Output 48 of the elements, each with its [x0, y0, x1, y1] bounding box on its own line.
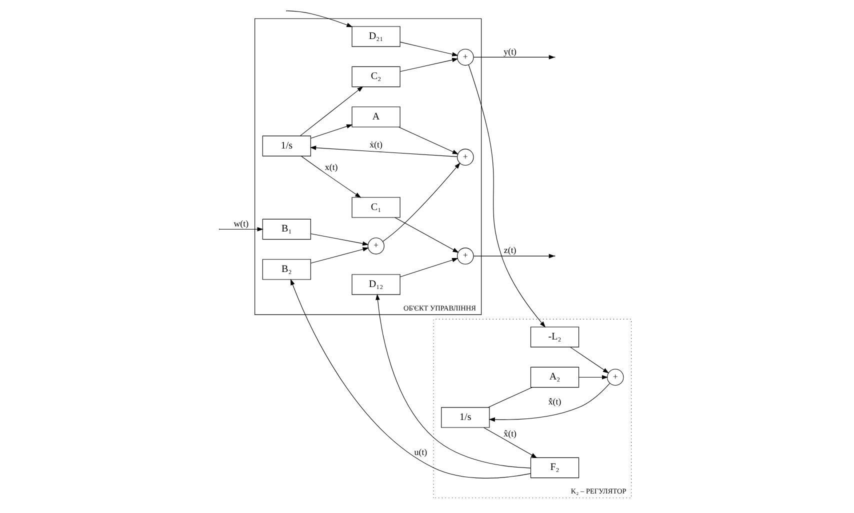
arrow: [399, 258, 458, 278]
edge-label: ẋ(t): [369, 140, 382, 150]
edge-label: w(t): [233, 218, 248, 228]
arrow: [399, 42, 458, 56]
arrow: [299, 86, 363, 136]
node-circle: +: [367, 238, 384, 254]
node-box: -L₂: [530, 326, 579, 348]
node-box: D₂₁: [351, 26, 400, 47]
node-box: A₂: [530, 366, 579, 388]
arrow: [310, 233, 368, 246]
node-box: 1/s: [440, 407, 490, 428]
edge-label: x̂(t): [503, 428, 516, 438]
edge-label: x(t): [324, 162, 338, 172]
connector: [487, 387, 532, 408]
node-box: A: [351, 106, 400, 128]
arrow: [394, 217, 458, 253]
edge-label: u(t): [414, 446, 427, 457]
arrow: [310, 124, 352, 138]
arrow: [472, 254, 555, 258]
arrow: [578, 375, 608, 380]
node-box: 1/s: [262, 136, 310, 156]
arrow: [398, 126, 458, 154]
arrow: [472, 55, 555, 60]
node-circle: +: [456, 248, 474, 264]
arrow: [468, 64, 546, 328]
edge-label: y(t): [503, 46, 516, 56]
node-box: D₁₂: [351, 274, 400, 295]
arrow: [570, 346, 609, 374]
arrow: [488, 383, 610, 422]
node-box: F₂: [530, 457, 579, 478]
node-circle: +: [606, 368, 624, 386]
arrow: [382, 162, 460, 242]
node-circle: +: [456, 148, 474, 166]
node-box: B₁: [262, 218, 310, 240]
arrow: [310, 247, 368, 264]
node-box: C₁: [351, 197, 400, 218]
edge-label: x̂̇(t): [548, 396, 561, 407]
arrow: [309, 146, 457, 157]
node-box: C₂: [351, 66, 400, 88]
arrow: [375, 294, 530, 468]
edge-label: z(t): [503, 245, 516, 256]
node-box: B₂: [262, 259, 310, 280]
arrow: [399, 58, 458, 72]
arrow: [286, 10, 352, 28]
arrow: [483, 427, 537, 458]
arrow: [290, 278, 530, 478]
node-circle: +: [456, 48, 474, 66]
arrow: [300, 156, 361, 198]
